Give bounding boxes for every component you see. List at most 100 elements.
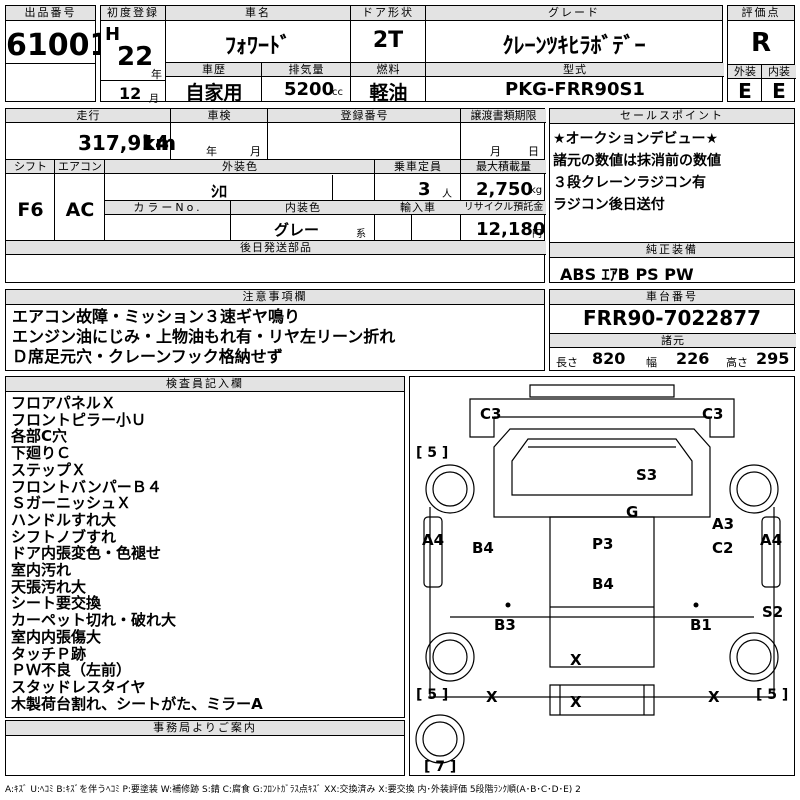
year-unit: 年 — [151, 68, 162, 81]
load: 2,750 — [476, 179, 533, 200]
truck-outline: C3 C3 S3 G A3 P3 B4 C2 A4 A4 B4 S2 B3 B1… — [415, 384, 788, 775]
parts-label: 後日発送部品 — [6, 241, 546, 255]
capacity-label: 乗車定員 — [375, 160, 461, 174]
equipment-label: 純正装備 — [550, 243, 794, 258]
damage-mark: C3 — [480, 405, 501, 423]
damage-mark: B1 — [690, 616, 712, 634]
year: 22 — [117, 42, 154, 72]
exterior-grade: E — [738, 79, 752, 103]
inspection-year-unit: 年 — [206, 145, 217, 158]
shift-label: シフト — [6, 160, 55, 174]
inspector-item: ＰＷ不良（左前） — [11, 661, 132, 680]
details-box: 走行 車検 登録番号 譲渡書類期限 317,914 km 年 月 月 日 シフト… — [5, 108, 546, 283]
recycle: 12,180 — [476, 219, 546, 240]
notes-box: 注意事項欄 エアコン故障・ミッション３速ギヤ鳴り エンジン油にじみ・上物油もれ有… — [5, 289, 545, 371]
car-name-box: 車名 ﾌｫﾜｰﾄﾞ — [165, 5, 351, 63]
inspector-item: 室内内張傷大 — [11, 627, 102, 646]
note-2: エンジン油にじみ・上物油もれ有・リヤ左リーン折れ — [12, 327, 396, 346]
recycle-unit: 円 — [532, 229, 542, 240]
interior-grade: E — [772, 79, 786, 103]
chassis-number: FRR90-7022877 — [582, 306, 761, 330]
mileage: 317,914 — [78, 131, 170, 155]
tire-label: [ 7 ] — [424, 759, 456, 775]
damage-mark: G — [626, 503, 638, 521]
sales-point-1: ★オークションデビュー★ — [553, 131, 719, 147]
month-unit: 月 — [149, 94, 159, 105]
damage-mark: S2 — [762, 603, 783, 621]
int-color-suffix: 系 — [356, 229, 366, 240]
recycle-label: リサイクル預託金 — [461, 201, 546, 215]
transfer-label: 譲渡書類期限 — [461, 109, 546, 123]
ext-color-label: 外装色 — [105, 160, 375, 174]
lot-number-label: 出品番号 — [6, 6, 95, 21]
int-color-label: 内装色 — [231, 201, 375, 215]
equipment-box: 純正装備 ABS ｴｱB PS PW — [549, 242, 795, 284]
damage-mark: X — [708, 688, 720, 706]
color-no-label: カラーNo. — [105, 201, 231, 215]
capacity-unit: 人 — [442, 189, 452, 200]
spec-row: 車歴 排気量 燃料 型式 自家用 5200 cc 軽油 PKG-FRR90S1 — [165, 62, 724, 104]
score: R — [750, 28, 772, 58]
damage-mark: C3 — [702, 405, 723, 423]
mileage-label: 走行 — [6, 109, 171, 123]
transfer-day-unit: 日 — [528, 145, 539, 158]
inspector-item: 室内汚れ — [11, 561, 72, 580]
sales-point-4: ラジコン後日送付 — [553, 197, 665, 213]
height: 295 — [756, 349, 790, 368]
grade-label: グレード — [426, 6, 722, 21]
tire-label: [ 5 ] — [416, 445, 448, 461]
damage-mark: X — [570, 651, 582, 669]
damage-mark: A4 — [760, 531, 782, 549]
first-registration-box: 初度登録 H 22 年 12 月 — [100, 5, 166, 105]
reg-no-label: 登録番号 — [268, 109, 461, 123]
model-label: 型式 — [426, 63, 724, 77]
month: 12 — [119, 84, 142, 103]
sales-points-box: セールスポイント ★オークションデビュー★ 諸元の数値は抹消前の数値 ３段クレー… — [549, 108, 795, 258]
sales-point-3: ３段クレーンラジコン有 — [553, 175, 707, 191]
inspector-item: フロントピラー小Ｕ — [11, 410, 147, 429]
damage-mark: B3 — [494, 616, 516, 634]
model: PKG-FRR90S1 — [505, 79, 645, 100]
equipment-value: ABS ｴｱB PS PW — [560, 265, 694, 284]
door-box: ドア形状 2T — [350, 5, 426, 63]
inspector-item: ステップＸ — [11, 460, 87, 479]
ext-color: ｼﾛ — [210, 182, 227, 201]
capacity: 3 — [418, 179, 431, 200]
car-name: ﾌｫﾜｰﾄﾞ — [224, 34, 291, 59]
damage-mark: X — [570, 693, 582, 711]
first-registration-label: 初度登録 — [101, 6, 165, 21]
door-label: ドア形状 — [351, 6, 425, 21]
sales-point-2: 諸元の数値は抹消前の数値 — [553, 153, 721, 169]
spec-label: 諸元 — [550, 333, 796, 348]
era: H — [105, 24, 121, 45]
shift: F6 — [17, 199, 44, 221]
inspector-box: 検査員記入欄 フロアパネルＸ フロントピラー小Ｕ 各部C穴 下廻りＣ ステップＸ… — [5, 376, 405, 718]
load-unit: kg — [530, 185, 543, 196]
tire-label: [ 5 ] — [756, 687, 788, 703]
inspector-item: フロアパネルＸ — [11, 394, 116, 412]
inspector-item: ハンドルすれ大 — [11, 510, 117, 529]
inspector-item: 各部C穴 — [11, 427, 68, 446]
height-label: 高さ — [726, 356, 748, 369]
fuel-label: 燃料 — [351, 63, 426, 77]
damage-mark: S3 — [636, 466, 657, 484]
notes-label: 注意事項欄 — [6, 290, 544, 305]
width: 226 — [676, 349, 710, 368]
mileage-unit: km — [142, 131, 177, 155]
damage-mark: X — [486, 688, 498, 706]
displacement-unit: cc — [332, 87, 343, 98]
inspection-label: 車検 — [171, 109, 268, 123]
damage-mark: A4 — [422, 531, 444, 549]
office-label: 事務局よりご案内 — [6, 721, 404, 736]
fuel: 軽油 — [369, 82, 408, 104]
damage-diagram: C3 C3 S3 G A3 P3 B4 C2 A4 A4 B4 S2 B3 B1… — [409, 376, 795, 776]
inspector-item: 下廻りＣ — [11, 444, 72, 463]
inspector-item: ＳガーニッシュＸ — [11, 494, 132, 513]
score-label: 評価点 — [728, 6, 794, 21]
inspector-item: 木製荷台割れ、シートがた、ミラーA — [11, 694, 263, 713]
damage-mark: B4 — [472, 539, 494, 557]
displacement-label: 排気量 — [262, 63, 351, 77]
transfer-month-unit: 月 — [490, 145, 501, 158]
damage-mark: A3 — [712, 515, 734, 533]
inspector-item: シフトノブすれ — [11, 527, 117, 546]
